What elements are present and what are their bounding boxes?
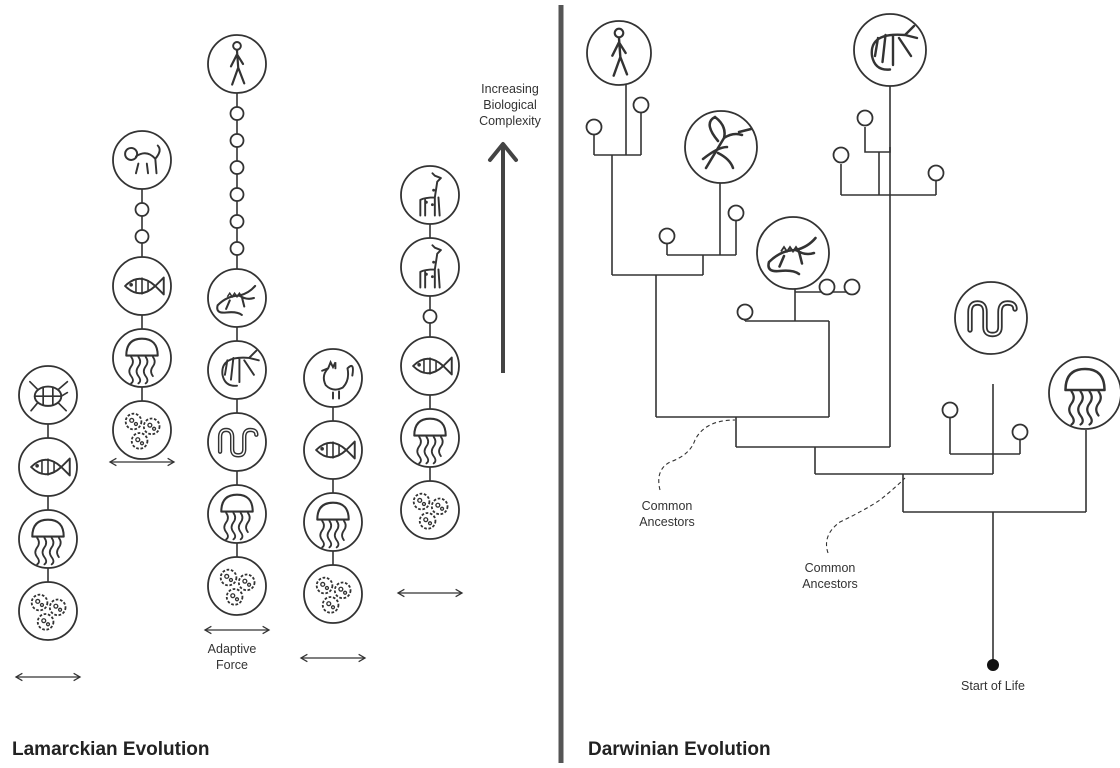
bacteria-icon [113,401,171,459]
lamarck-column [398,166,462,593]
connector-node [231,134,244,147]
connector-node [1013,425,1028,440]
connector-node [943,403,958,418]
fish-icon [19,438,77,496]
jellyfish-icon [19,510,77,568]
turtle-icon [19,366,77,424]
connector-node [424,310,437,323]
ancestor-leader-1 [659,420,735,490]
rooster-icon [304,349,362,407]
worm-icon [955,282,1027,354]
shrimp-icon [208,341,266,399]
bacteria-icon [19,582,77,640]
giraffe-icon [401,166,459,224]
lamarckian-title: Lamarckian Evolution [12,739,209,760]
connector-node [929,166,944,181]
connector-node [729,206,744,221]
jellyfish-icon [113,329,171,387]
lamarck-column [301,349,365,658]
common-ancestors-2-line-1: Common [805,561,856,575]
adaptive-force-label-line-2: Force [216,658,248,672]
connector-node [136,203,149,216]
connector-node [231,188,244,201]
lizard-icon [757,217,829,289]
worm-icon [208,413,266,471]
connector-node [231,215,244,228]
fish-icon [304,421,362,479]
lamarck-column [16,366,80,677]
connector-node [660,229,675,244]
jellyfish-icon [304,493,362,551]
connector-node [858,111,873,126]
connector-node [738,305,753,320]
connector-node [587,120,602,135]
connector-node [820,280,835,295]
jellyfish-icon [208,485,266,543]
lamarck-layer [16,35,462,677]
start-of-life-label: Start of Life [961,679,1025,693]
jellyfish-icon [401,409,459,467]
jellyfish-icon [1049,357,1120,429]
common-ancestors-2-line-2: Ancestors [802,577,858,591]
adaptive-force-label-line-1: Adaptive [208,642,257,656]
common-ancestors-1-line-1: Common [642,499,693,513]
lamarck-column [205,35,269,630]
monkey-icon [113,131,171,189]
complexity-label-line-2: Biological [483,98,537,112]
shrimp-icon [854,14,926,86]
complexity-label-line-3: Complexity [479,114,542,128]
human-icon [587,21,651,85]
bacteria-icon [208,557,266,615]
connector-node [634,98,649,113]
connector-node [231,242,244,255]
bacteria-icon [304,565,362,623]
complexity-label-line-1: Increasing [481,82,539,96]
ancestor-leader-2 [827,478,906,553]
common-ancestors-1-line-2: Ancestors [639,515,695,529]
human-icon [208,35,266,93]
connector-node [136,230,149,243]
connector-node [845,280,860,295]
fish-icon [401,337,459,395]
start-of-life-node [987,659,999,671]
bird-icon [685,111,757,183]
giraffe-icon [401,238,459,296]
connector-node [231,161,244,174]
connector-node [231,107,244,120]
lamarck-column [110,131,174,462]
fish-icon [113,257,171,315]
bacteria-icon [401,481,459,539]
connector-node [834,148,849,163]
darwinian-title: Darwinian Evolution [588,739,771,760]
lizard-icon [208,269,266,327]
